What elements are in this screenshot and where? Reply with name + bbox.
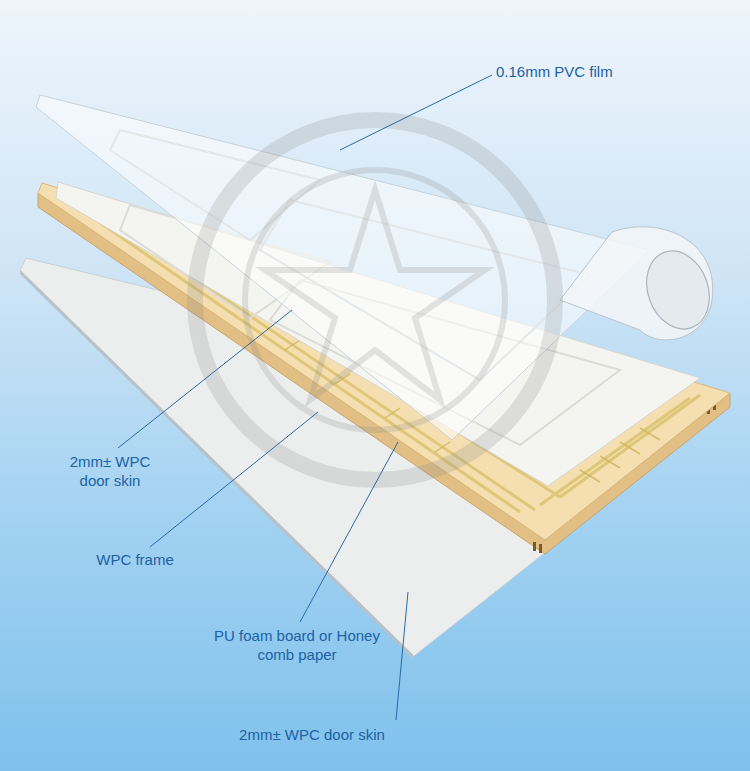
watermark-logo xyxy=(195,120,555,480)
film-roll-end xyxy=(636,242,720,338)
leader-line xyxy=(150,412,318,547)
film-panels xyxy=(110,130,590,380)
leader-line xyxy=(396,592,408,720)
callout-label: 2mm± WPC door skin xyxy=(55,452,165,490)
callout-label: 2mm± WPC door skin xyxy=(222,725,402,744)
leader-line xyxy=(300,442,398,622)
leader-line xyxy=(340,75,492,150)
leader-lines xyxy=(118,75,492,720)
callout-label: PU foam board or Honey comb paper xyxy=(212,626,382,664)
leader-line xyxy=(118,310,292,448)
callout-label: 0.16mm PVC film xyxy=(496,62,696,81)
callout-label: WPC frame xyxy=(70,550,200,569)
